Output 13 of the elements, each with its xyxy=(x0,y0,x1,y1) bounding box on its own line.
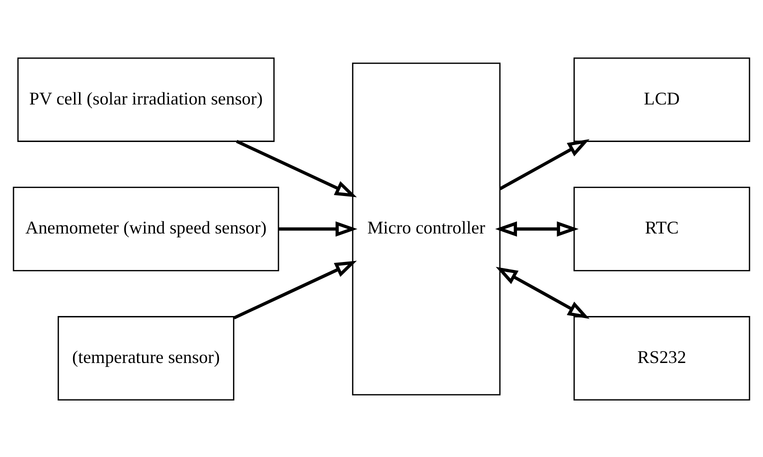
node-box: (temperature sensor) xyxy=(58,316,234,400)
node-box: Micro controller xyxy=(352,62,501,395)
node-box: PV cell (solar irradiation sensor) xyxy=(17,56,275,142)
arrow xyxy=(233,260,357,319)
node-box: LCD xyxy=(574,56,750,142)
node-box: RTC xyxy=(574,186,750,271)
arrow xyxy=(495,220,579,236)
node-box: Anemometer (wind speed sensor) xyxy=(12,186,280,271)
arrow xyxy=(499,138,590,190)
arrow xyxy=(278,220,358,236)
arrow xyxy=(236,139,357,197)
arrow xyxy=(496,266,590,318)
node-box: RS232 xyxy=(574,316,750,400)
